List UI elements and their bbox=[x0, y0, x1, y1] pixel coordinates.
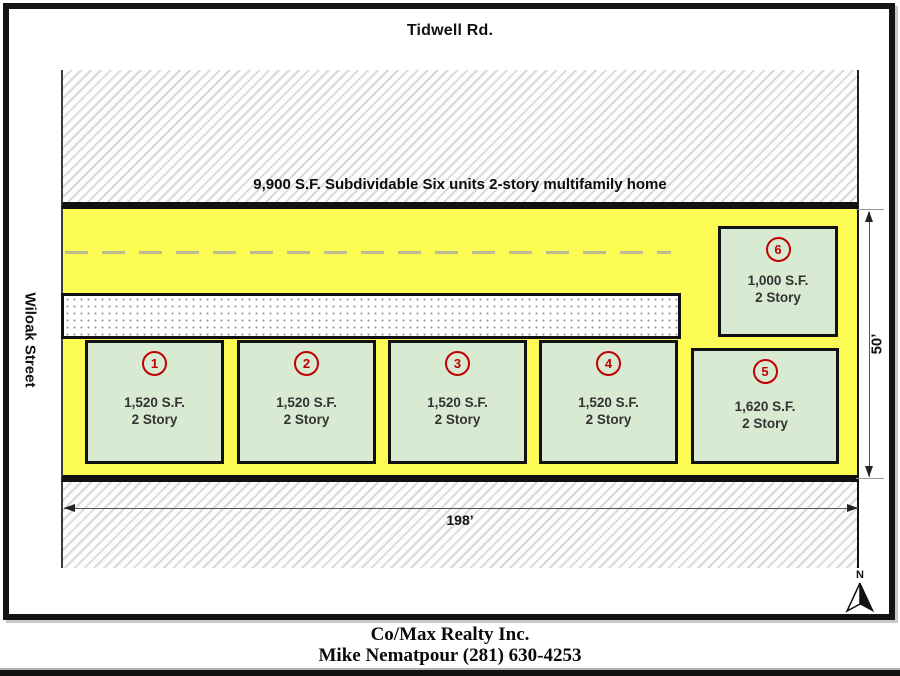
unit-6-stories-label: 2 Story bbox=[755, 290, 801, 305]
unit-3-box: 3 1,520 S.F. 2 Story bbox=[388, 340, 527, 464]
unit-2-area-label: 1,520 S.F. bbox=[276, 395, 337, 410]
arrow-up-icon bbox=[865, 211, 873, 222]
unit-3-stories-label: 2 Story bbox=[434, 412, 481, 427]
unit-5-number-badge: 5 bbox=[752, 359, 778, 384]
height-dimension-line bbox=[869, 212, 870, 477]
unit-5-box: 5 1,620 S.F. 2 Story bbox=[691, 348, 839, 464]
unit-2-stories-label: 2 Story bbox=[283, 412, 330, 427]
compass-north-label: N bbox=[856, 569, 864, 581]
height-dimension-tick-top bbox=[856, 209, 884, 210]
unit-1-box: 1 1,520 S.F. 2 Story bbox=[85, 340, 224, 464]
unit-4-number-badge: 4 bbox=[596, 351, 621, 376]
walkway-dotted-strip bbox=[61, 293, 681, 339]
unit-3-number-badge: 3 bbox=[445, 351, 470, 376]
road-hatched-area: 9,900 S.F. Subdividable Six units 2-stor… bbox=[61, 70, 859, 209]
unit-4-area-label: 1,520 S.F. bbox=[578, 395, 639, 410]
height-dimension-label: 50’ bbox=[868, 333, 886, 355]
road-name-label: Tidwell Rd. bbox=[406, 22, 494, 39]
height-dimension-tick-bottom bbox=[856, 478, 884, 479]
footer-bottom-rule bbox=[0, 668, 900, 676]
unit-6-number-badge: 6 bbox=[765, 237, 791, 262]
unit-6-area-label: 1,000 S.F. bbox=[747, 273, 809, 288]
arrow-right-icon bbox=[847, 504, 858, 512]
footer-agent-contact: Mike Nematpour (281) 630-4253 bbox=[318, 645, 582, 666]
unit-1-stories-label: 2 Story bbox=[131, 412, 178, 427]
arrow-down-icon bbox=[865, 466, 873, 477]
unit-5-area-label: 1,620 S.F. bbox=[734, 399, 796, 414]
street-hatched-area bbox=[61, 482, 859, 568]
unit-1-area-label: 1,520 S.F. bbox=[124, 395, 185, 410]
unit-2-number-badge: 2 bbox=[294, 351, 319, 376]
unit-1-number-badge: 1 bbox=[142, 351, 167, 376]
width-dimension-line bbox=[64, 508, 858, 509]
unit-2-box: 2 1,520 S.F. 2 Story bbox=[237, 340, 376, 464]
driveway-dashed-line bbox=[65, 251, 671, 254]
arrow-left-icon bbox=[64, 504, 75, 512]
footer-company-name: Co/Max Realty Inc. bbox=[370, 624, 530, 645]
unit-3-area-label: 1,520 S.F. bbox=[427, 395, 488, 410]
compass-arrow-icon bbox=[845, 582, 875, 613]
width-dimension-label: 198’ bbox=[446, 512, 474, 528]
unit-4-box: 4 1,520 S.F. 2 Story bbox=[539, 340, 678, 464]
lot-description-label: 9,900 S.F. Subdividable Six units 2-stor… bbox=[253, 176, 667, 193]
unit-4-stories-label: 2 Story bbox=[585, 412, 632, 427]
unit-5-stories-label: 2 Story bbox=[742, 416, 788, 431]
street-name-label: Wiloak Street bbox=[21, 292, 39, 388]
unit-6-box: 6 1,000 S.F. 2 Story bbox=[718, 226, 838, 337]
